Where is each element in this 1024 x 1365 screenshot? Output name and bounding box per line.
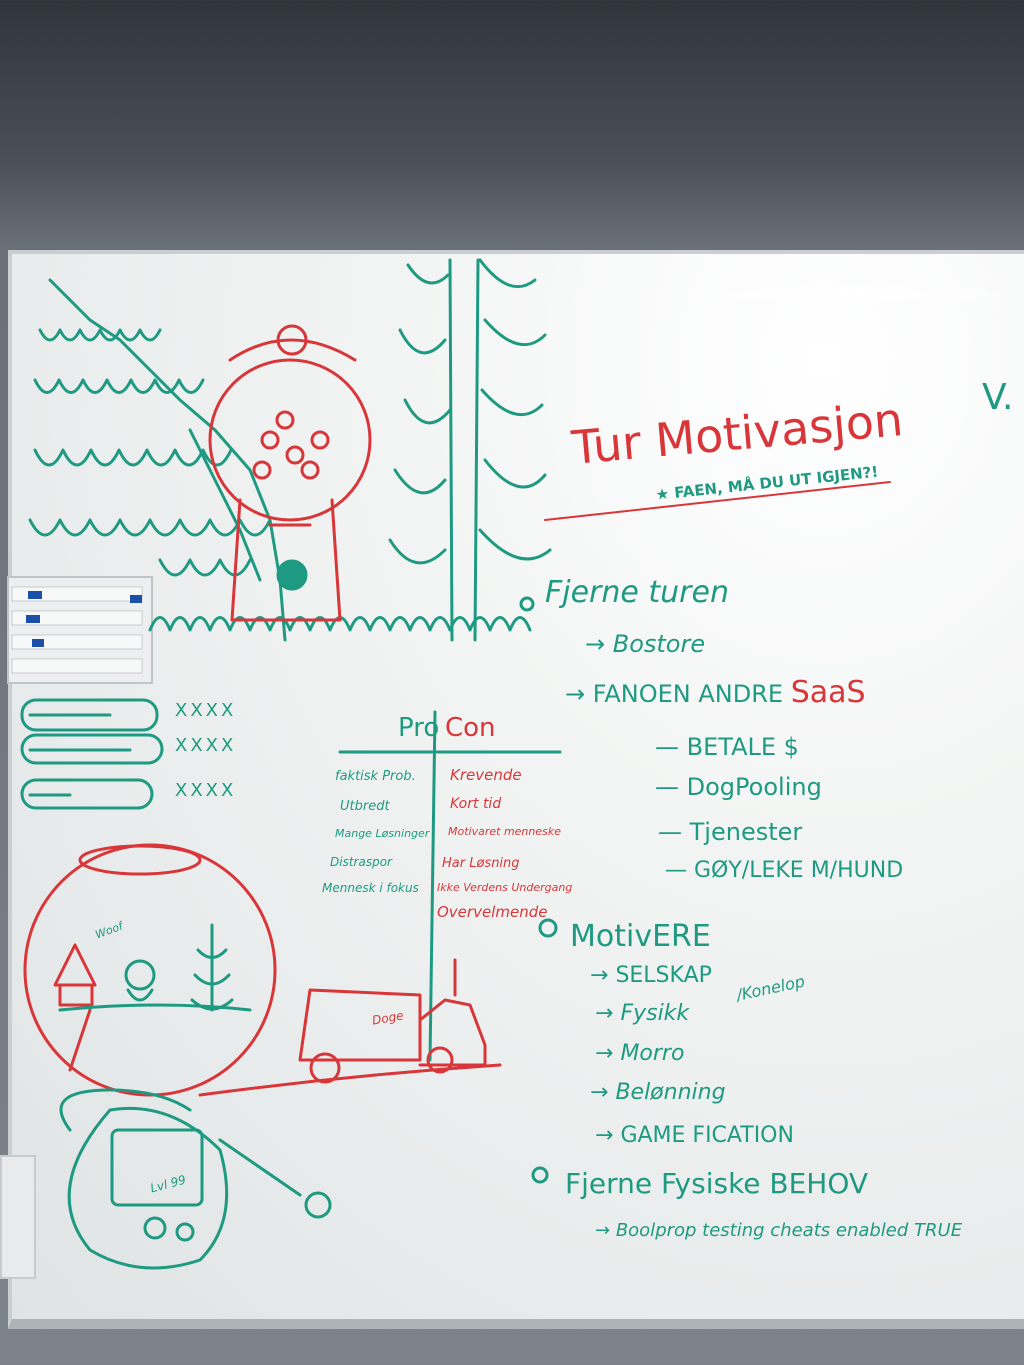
tamagotchi-doodle bbox=[59, 1088, 332, 1270]
subitem-3: — Tjenester bbox=[658, 818, 803, 846]
subitem-4-label: GØY/LEKE M/HUND bbox=[694, 858, 904, 883]
con-item-6: Overvelmende bbox=[437, 903, 548, 921]
section2-item-1-label: SELSKAP bbox=[615, 963, 712, 988]
section2-item-4: → Belønning bbox=[590, 1080, 726, 1105]
bar-label-3: XXXX bbox=[175, 780, 237, 801]
pro-label: Pro bbox=[398, 713, 440, 743]
section1-heading: Fjerne turen bbox=[545, 575, 729, 610]
pine-tree-left-doodle bbox=[28, 278, 287, 642]
section1-item-2-label: FANOEN ANDRE bbox=[592, 680, 784, 708]
section3-item-1-label: Boolprop testing cheats enabled TRUE bbox=[615, 1220, 963, 1241]
section1-item-2: → FANOEN ANDRE SaaS bbox=[565, 675, 866, 710]
section2-item-4-label: Belønning bbox=[615, 1080, 726, 1105]
subitem-1-label: BETALE $ bbox=[686, 733, 799, 761]
title-underline bbox=[544, 481, 891, 521]
con-label: Con bbox=[445, 713, 496, 743]
gumball-machine-doodle bbox=[208, 324, 372, 622]
marker-holder bbox=[7, 576, 153, 684]
bullet-dot-2 bbox=[538, 918, 558, 938]
bar-label-1: XXXX bbox=[175, 700, 237, 721]
marker-tray bbox=[0, 1155, 36, 1279]
section1-item-1: → Bostore bbox=[585, 630, 706, 658]
section2-item-5: → GAME FICATION bbox=[595, 1123, 794, 1148]
con-item-1: Krevende bbox=[450, 766, 522, 784]
con-item-2: Kort tid bbox=[450, 796, 502, 812]
bullet-dot-1 bbox=[519, 596, 535, 612]
globe-tree-doodle bbox=[58, 923, 252, 1012]
subitem-2: — DogPooling bbox=[655, 773, 822, 801]
section2-item-3: → Morro bbox=[595, 1041, 685, 1066]
bullet-dot-3 bbox=[531, 1166, 549, 1184]
pine-tree-middle-doodle bbox=[388, 258, 552, 642]
section2-item-5-label: GAME FICATION bbox=[620, 1123, 794, 1148]
section3-heading: Fjerne Fysiske BEHOV bbox=[565, 1167, 869, 1200]
subitem-1: — BETALE $ bbox=[655, 733, 799, 761]
pro-item-2: Utbredt bbox=[340, 799, 390, 814]
subitem-4: — GØY/LEKE M/HUND bbox=[665, 858, 904, 883]
section2-item-2-label: Fysikk bbox=[620, 1001, 690, 1026]
corner-mark: V. bbox=[982, 377, 1014, 418]
pro-item-1: faktisk Prob. bbox=[335, 769, 416, 784]
section2-item-3-label: Morro bbox=[620, 1041, 685, 1066]
subitem-3-label: Tjenester bbox=[689, 818, 803, 846]
section2-item-1: → SELSKAP bbox=[590, 963, 712, 988]
section3-item-1: → Boolprop testing cheats enabled TRUE bbox=[595, 1220, 963, 1241]
saas-label: SaaS bbox=[790, 675, 866, 710]
section2-heading: MotivERE bbox=[570, 919, 711, 954]
bar-label-2: XXXX bbox=[175, 735, 237, 756]
whiteboard bbox=[8, 250, 1024, 1329]
pro-item-5: Mennesk i fokus bbox=[322, 881, 419, 895]
bar-doodles bbox=[20, 698, 164, 810]
truck-doodle bbox=[198, 958, 502, 1097]
section2-item-2: → Fysikk bbox=[595, 1001, 690, 1026]
pro-item-4: Distraspor bbox=[330, 855, 392, 869]
light-glare bbox=[680, 283, 1024, 305]
con-item-4: Har Løsning bbox=[442, 856, 520, 871]
con-item-3: Motivaret menneske bbox=[448, 825, 562, 838]
con-item-5: Ikke Verdens Undergang bbox=[437, 881, 573, 894]
pro-item-3: Mange Løsninger bbox=[335, 827, 430, 840]
subitem-2-label: DogPooling bbox=[686, 773, 822, 801]
globe-doodle bbox=[23, 843, 277, 1097]
procon-table-lines bbox=[338, 710, 562, 1062]
